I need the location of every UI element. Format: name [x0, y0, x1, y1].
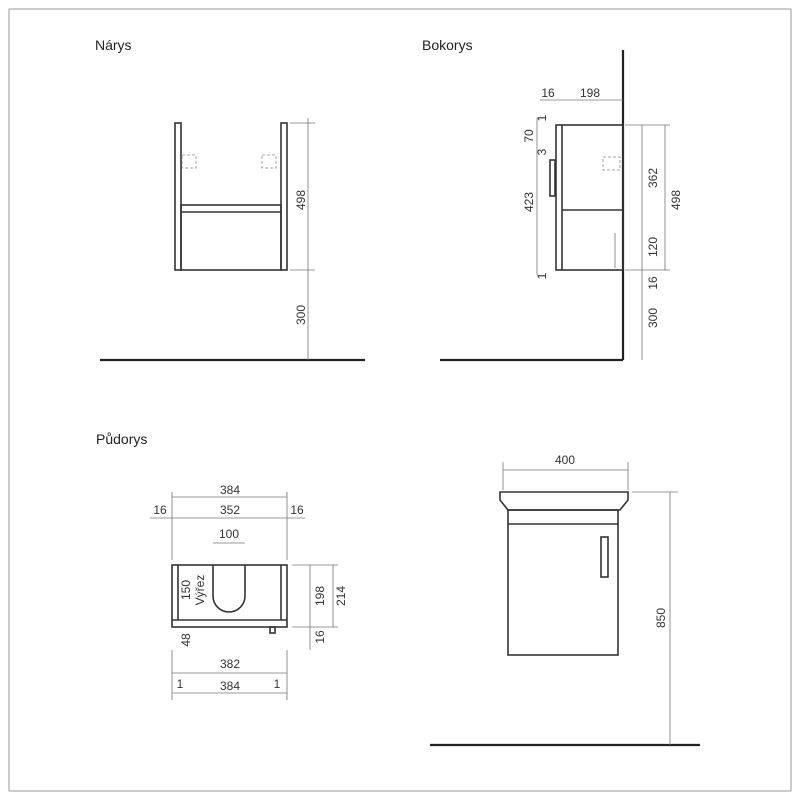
- dim-120: 120: [646, 237, 660, 257]
- dim-left-1: 1: [177, 677, 184, 691]
- cabinet-side: [555, 124, 624, 271]
- dim-left-16: 16: [153, 503, 167, 517]
- dim-48: 48: [179, 633, 193, 647]
- door-handle: [600, 536, 609, 578]
- foot: [269, 626, 276, 634]
- mount-bracket: [602, 156, 621, 171]
- cutout: [212, 565, 246, 613]
- mount-bracket-right: [261, 154, 277, 169]
- dim-mount: 300: [294, 305, 308, 325]
- dim-bottom: 1: [535, 272, 549, 279]
- dim-right-16: 16: [290, 503, 304, 517]
- right-side-panel: [280, 122, 288, 271]
- drawer-front: [180, 204, 282, 271]
- dim-right-1: 1: [274, 677, 281, 691]
- dim-height: 498: [294, 190, 308, 210]
- dim-width: 400: [555, 453, 575, 467]
- dim-cutout-width: 100: [219, 527, 239, 541]
- cutout-label: Výřez: [193, 575, 207, 606]
- handle: [549, 159, 556, 197]
- dim-16: 16: [313, 630, 327, 644]
- cabinet-body: [507, 509, 619, 656]
- cabinet-outline: [171, 564, 288, 628]
- dim-198: 198: [313, 586, 327, 606]
- dim-423: 423: [522, 192, 536, 212]
- side-view: Bokorys 16 198 1 70 3 423 1 362 120 16 4…: [422, 37, 683, 362]
- dim-70: 70: [522, 129, 536, 143]
- dim-outer-bottom: 384: [220, 679, 240, 693]
- basin: [499, 491, 629, 511]
- dim-3: 3: [535, 148, 549, 155]
- left-side-panel: [174, 122, 182, 271]
- dim-front: 16: [541, 86, 555, 100]
- dim-cutout-depth: 150: [179, 580, 193, 600]
- dim-depth: 198: [580, 86, 600, 100]
- mount-bracket-left: [181, 154, 197, 169]
- assembled-view: 400 850: [430, 453, 700, 747]
- side-view-title: Bokorys: [422, 37, 473, 53]
- dim-214: 214: [334, 586, 348, 606]
- front-view-title: Nárys: [95, 37, 132, 53]
- dim-382: 382: [220, 657, 240, 671]
- dim-mount: 300: [646, 308, 660, 328]
- dim-top: 1: [535, 114, 549, 121]
- front-view: Nárys 498 300: [95, 37, 365, 362]
- dim-height: 498: [669, 190, 683, 210]
- dim-16: 16: [646, 276, 660, 290]
- dim-outer-top: 384: [220, 483, 240, 497]
- plan-view: Půdorys 384 16 352 16 100 150 Výřez 48 1…: [96, 431, 348, 700]
- plan-view-title: Půdorys: [96, 431, 147, 447]
- dim-height: 850: [654, 608, 668, 628]
- dim-362: 362: [646, 168, 660, 188]
- drawing-frame: [8, 8, 792, 792]
- dim-inner: 352: [220, 503, 240, 517]
